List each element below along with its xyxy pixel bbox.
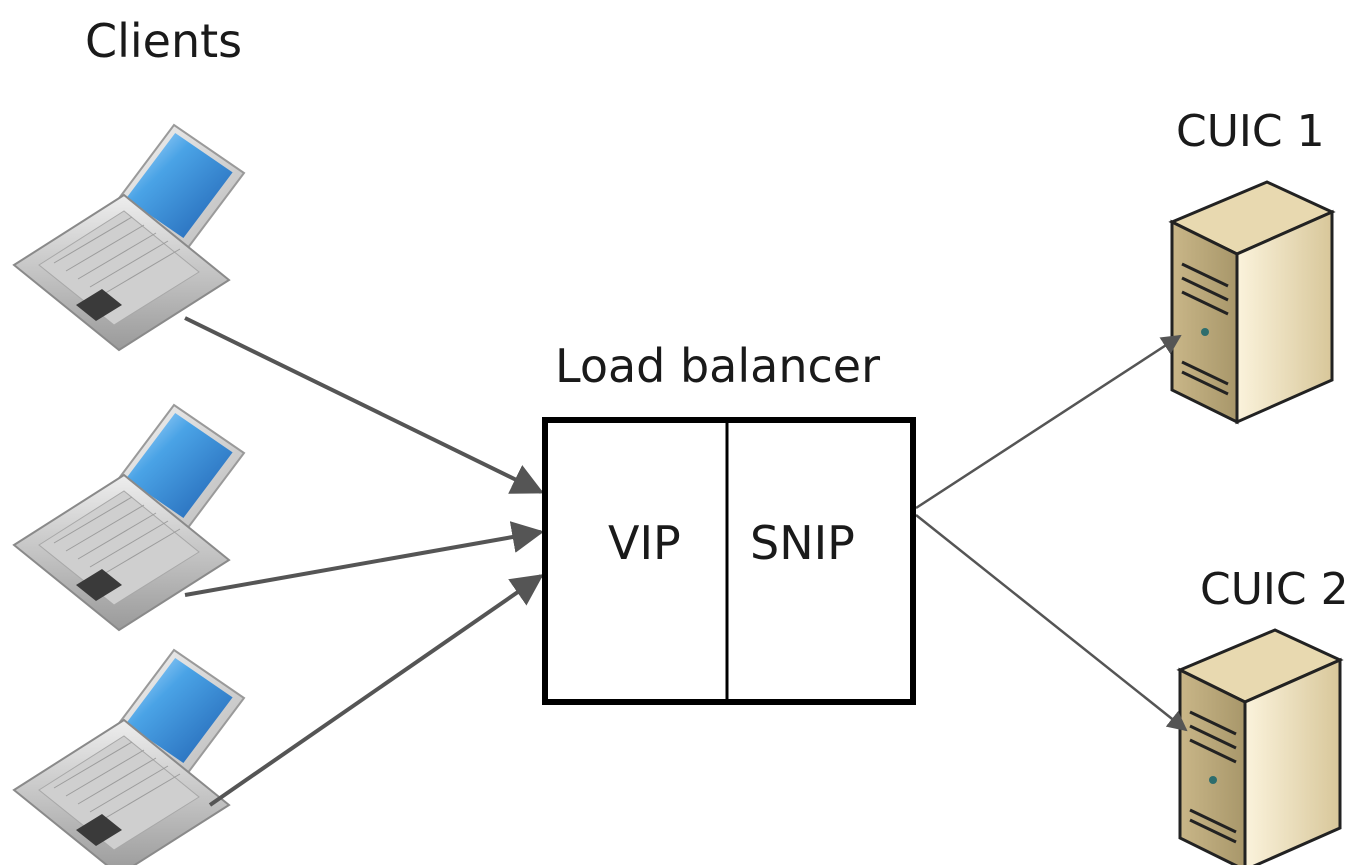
vip-label: VIP bbox=[608, 516, 681, 570]
server-icon bbox=[1178, 628, 1342, 865]
snip-label: SNIP bbox=[750, 516, 855, 570]
client-2-connection bbox=[184, 521, 545, 597]
load-balancer-label: Load balancer bbox=[555, 339, 880, 393]
laptop-icon bbox=[13, 124, 245, 351]
server-2-label: CUIC 2 bbox=[1200, 564, 1349, 615]
laptop-icon bbox=[13, 404, 245, 631]
clients-label: Clients bbox=[85, 14, 243, 68]
server-2-connection bbox=[915, 514, 1188, 732]
server-1-label: CUIC 1 bbox=[1176, 106, 1325, 157]
server-1-connection bbox=[915, 334, 1182, 510]
laptop-icon bbox=[13, 649, 245, 865]
load-balancer-box bbox=[542, 417, 916, 705]
client-1-connection bbox=[184, 316, 544, 494]
client-3-connection bbox=[208, 574, 544, 807]
server-icon bbox=[1170, 180, 1334, 424]
